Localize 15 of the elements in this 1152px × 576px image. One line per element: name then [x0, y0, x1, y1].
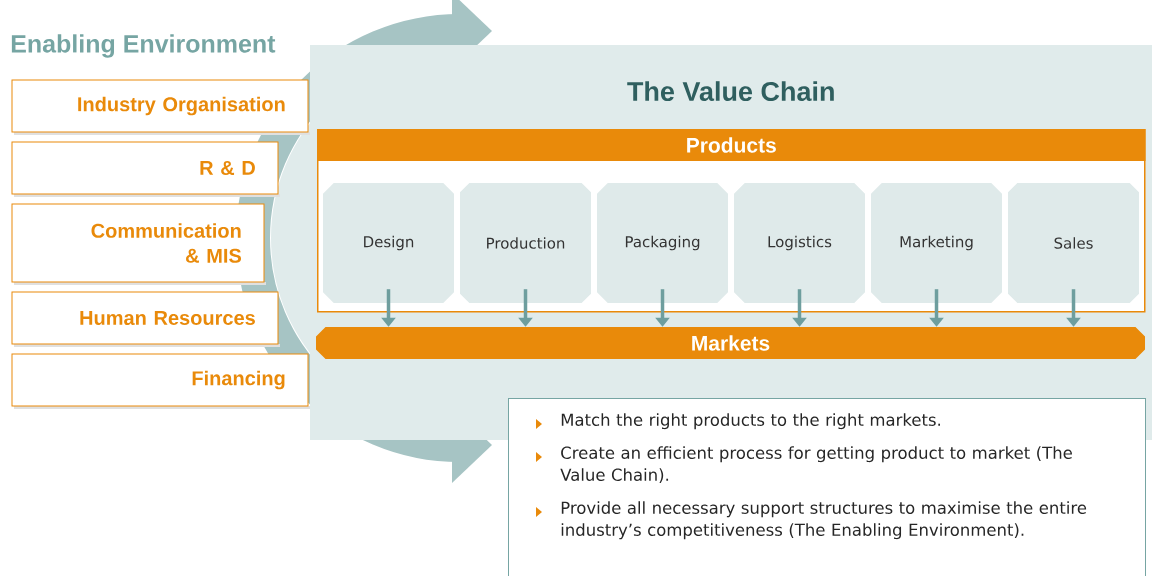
- factor-box: R & D: [11, 141, 280, 197]
- step-box: Marketing: [871, 183, 1002, 303]
- markets-bar: Markets: [316, 327, 1145, 359]
- factor-box: Communication & MIS: [11, 203, 266, 285]
- bullet-text: Create an efficient process for getting product to market (The Value Chain).: [560, 446, 1072, 483]
- factor-box: Financing: [11, 353, 310, 409]
- bullet-text: Match the right products to the right markets.: [561, 413, 940, 430]
- bullet-text: Provide all necessary support structures to maximise the entire industry’s competitiveness (The Enabling Environment).: [561, 501, 1087, 540]
- step-box: Production: [460, 183, 591, 303]
- step-box: Logistics: [734, 183, 865, 303]
- step-box: Sales: [1008, 183, 1139, 303]
- factor-box: Human Resources: [11, 291, 280, 347]
- step-box: Design: [323, 183, 454, 303]
- step-box: Packaging: [597, 183, 728, 303]
- factor-box: Industry Organisation: [11, 79, 310, 135]
